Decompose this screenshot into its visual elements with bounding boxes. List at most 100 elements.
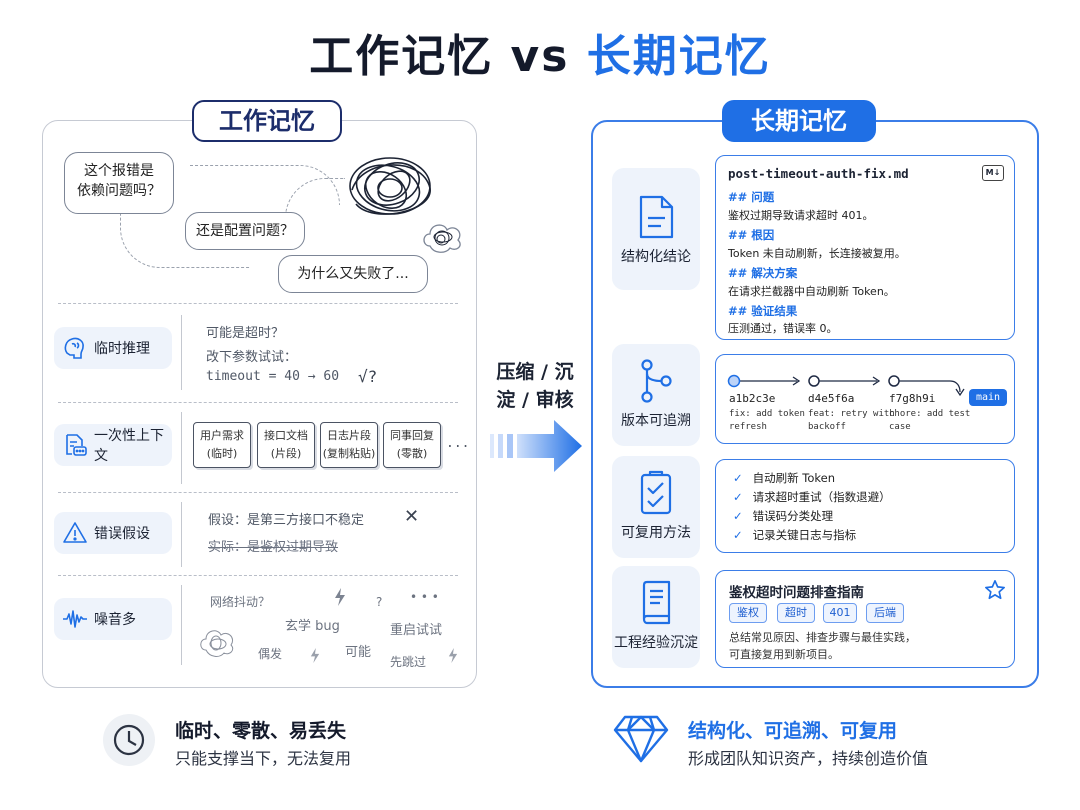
markdown-doc-card: post-timeout-auth-fix.md M↓ ## 问题 鉴权过期导致… <box>715 155 1015 340</box>
commit-message-line: case <box>889 422 911 432</box>
lightning-icon <box>310 648 320 663</box>
speech-bubble: 这个报错是 依赖问题吗？ <box>64 152 174 214</box>
guide-text: 总结常见原因、排查步骤与最佳实践， <box>729 631 916 644</box>
card-title: 同事回复 <box>390 429 434 442</box>
commit-id: d4e5f6a <box>808 392 855 405</box>
doc-heading: ## 验证结果 <box>728 304 798 318</box>
doc-text: 鉴权过期导致请求超时 401。 <box>728 209 874 222</box>
footer-left-sub: 只能支撑当下，无法复用 <box>175 749 352 768</box>
checklist-icon <box>640 470 672 515</box>
lightning-icon <box>448 648 458 663</box>
scribble-cloud-icon <box>200 630 234 657</box>
doc-text: Token 未自动刷新，长连接被复用。 <box>728 247 906 260</box>
checklist-item: ✓ 记录关键日志与指标 <box>733 527 856 543</box>
commit-message-line: backoff <box>808 422 846 432</box>
reasoning-line: 可能是超时？ <box>206 326 285 341</box>
card-title: 用户需求 <box>200 429 244 442</box>
checklist-item: ✓错误码分类处理 <box>733 508 833 524</box>
guide-title: 鉴权超时问题排查指南 <box>729 585 864 601</box>
row-bar <box>181 315 182 390</box>
row-label-wrong-assumption: 错误假设 <box>54 512 172 554</box>
speech-bubble: 为什么又失败了... <box>278 255 428 293</box>
guide-tag[interactable]: 401 <box>823 603 857 623</box>
row-label-temporary-reasoning: 临时推理 <box>54 327 172 369</box>
row-label-structured-conclusion: 结构化结论 <box>612 168 700 290</box>
guide-text: 可直接复用到新项目。 <box>729 648 839 661</box>
row-label-one-time-context: 一次性上下文 <box>54 424 172 466</box>
diamond-icon <box>613 715 669 763</box>
card-sub: (临时) <box>206 447 238 460</box>
row-label-text: 工程经验沉淀 <box>614 635 698 651</box>
noise-word: 玄学 bug <box>285 619 340 634</box>
thought-connector <box>285 178 345 238</box>
commit-id: f7g8h9i <box>889 392 936 405</box>
branch-badge: main <box>969 389 1007 406</box>
commit-history-card <box>715 354 1015 444</box>
checklist-item-text: 记录关键日志与指标 <box>752 528 857 542</box>
assumption-line: 假设：是第三方接口不稳定 <box>208 513 365 528</box>
row-bar <box>181 502 182 567</box>
check-icon: ✓ <box>733 471 743 485</box>
long-term-memory-tag: 长期记忆 <box>722 100 876 142</box>
noise-word: ? <box>376 595 383 609</box>
star-icon[interactable] <box>984 579 1006 601</box>
doc-heading: ## 解决方案 <box>728 266 798 280</box>
method-checklist-card <box>715 459 1015 553</box>
commit-graph <box>727 374 965 397</box>
card-title: 日志片段 <box>327 429 371 442</box>
doc-heading: ## 根因 <box>728 228 775 242</box>
reasoning-mark: √? <box>358 367 378 386</box>
row-bar <box>181 412 182 484</box>
more-indicator: ... <box>446 436 470 451</box>
row-label-text: 临时推理 <box>94 341 150 357</box>
guide-tag[interactable]: 后端 <box>866 603 904 623</box>
noise-word: 偶发 <box>258 647 283 661</box>
arrow-right-icon <box>490 420 582 472</box>
footer-right-sub: 形成团队知识资产，持续创造价值 <box>688 749 929 768</box>
noise-word: • • • <box>410 590 439 604</box>
row-bar <box>181 585 182 665</box>
working-memory-tag: 工作记忆 <box>192 100 342 142</box>
checklist-item: ✓请求超时重试（指数退避） <box>733 489 891 505</box>
commit-message-line: refresh <box>729 422 767 432</box>
speech-bubble: 还是配置问题？ <box>185 212 305 250</box>
card-sub: (片段) <box>270 447 302 460</box>
tangle-scribble-icon <box>349 157 431 215</box>
checklist-item-text: 自动刷新 Token <box>752 471 836 485</box>
page-title: 工作记忆 vs 长期记忆 <box>0 20 1080 84</box>
title-part2: 长期记忆 <box>586 31 771 82</box>
row-label-version-traceable: 版本可追溯 <box>612 344 700 446</box>
divider <box>58 402 458 403</box>
title-part1: 工作记忆 vs <box>309 31 587 82</box>
lightning-icon <box>335 588 345 606</box>
context-card: 同事回复(零散) <box>383 422 441 468</box>
context-card: 接口文档 (片段) <box>257 422 315 468</box>
guide-tag[interactable]: 鉴权 <box>729 603 767 623</box>
row-label-text: 结构化结论 <box>621 249 691 265</box>
divider <box>58 575 458 576</box>
transition-line: 压缩 / 沉 <box>496 361 574 383</box>
checklist-item: ✓ 自动刷新 Token <box>733 470 835 486</box>
guide-tag[interactable]: 超时 <box>777 603 815 623</box>
reasoning-line: 改下参数试试： <box>206 350 298 365</box>
doc-filename: post-timeout-auth-fix.md <box>728 166 909 181</box>
noise-word: 重启试试 <box>390 623 443 638</box>
check-icon: ✓ <box>733 490 743 504</box>
transition-line: 淀 / 审核 <box>496 389 574 411</box>
waveform-icon <box>63 610 87 628</box>
book-icon <box>642 580 671 625</box>
row-label-text: 一次性上下文 <box>94 428 164 464</box>
divider <box>58 492 458 493</box>
thought-cloud-icon <box>423 224 461 253</box>
row-label-text: 错误假设 <box>94 526 150 542</box>
context-card: 日志片段(复制粘贴) <box>320 422 378 468</box>
clock-icon <box>103 714 155 766</box>
check-icon: ✓ <box>733 528 743 542</box>
noise-word: 网络抖动？ <box>210 595 271 609</box>
warning-icon <box>63 522 87 543</box>
card-title: 接口文档 <box>264 429 308 442</box>
document-chat-icon <box>66 434 87 456</box>
